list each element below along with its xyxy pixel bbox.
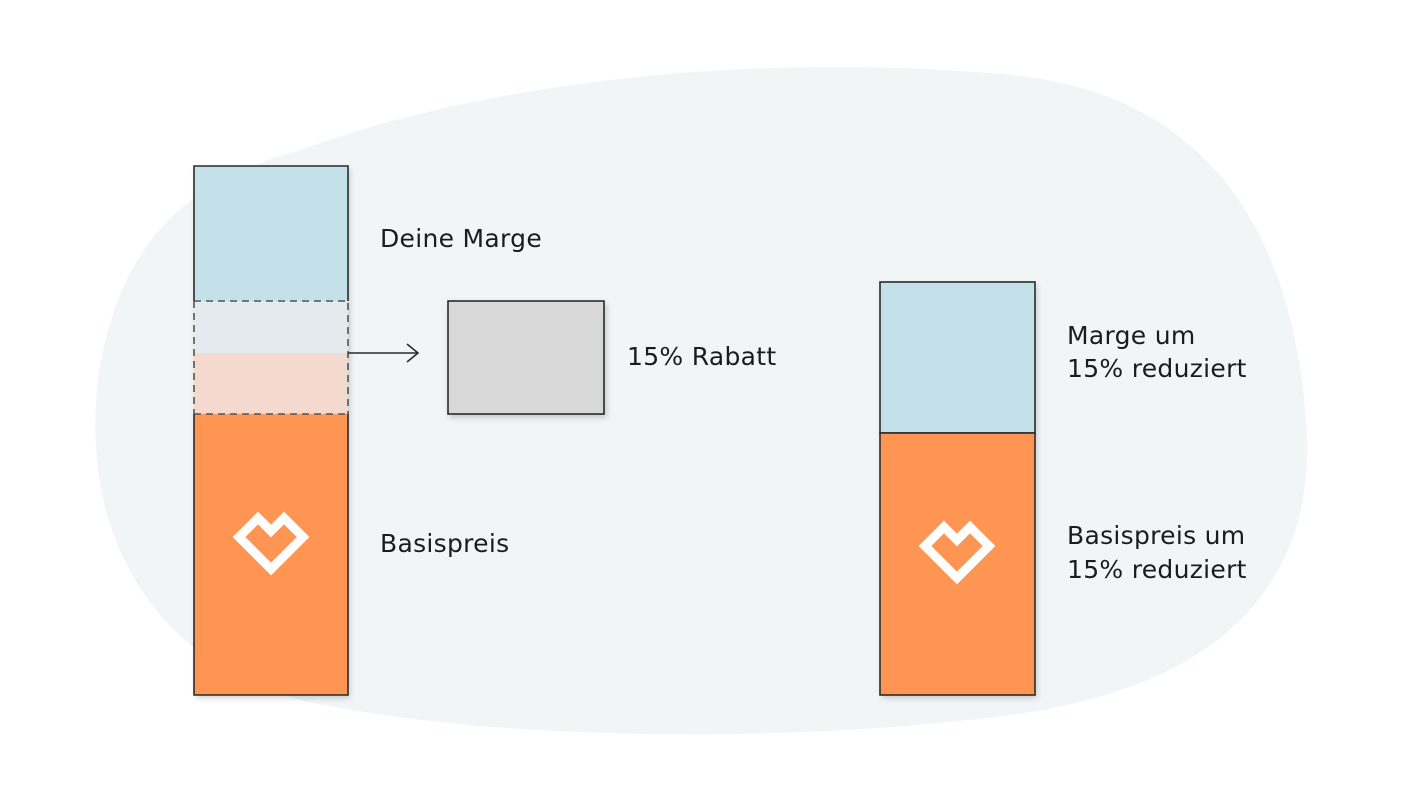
basispreis-label: Basispreis — [380, 529, 509, 558]
basispreis-reduziert-label-line2: 15% reduziert — [1067, 555, 1247, 584]
discounted-base-segment — [194, 353, 348, 414]
base-price-segment — [194, 414, 348, 695]
margin-segment — [194, 166, 348, 301]
basispreis-reduziert-label-line1: Basispreis um — [1067, 521, 1245, 550]
discounted-margin-segment — [194, 301, 348, 353]
marge-reduziert-label-line1: Marge um — [1067, 321, 1196, 350]
discount-box — [447, 300, 605, 415]
reduced-margin-segment — [879, 281, 1036, 434]
reduced-base-segment — [879, 432, 1036, 696]
original-price-bar-outline — [193, 165, 349, 301]
arrow-right-icon — [348, 343, 420, 363]
right-heart-logo-icon — [918, 520, 996, 585]
discount-region-outline — [193, 300, 349, 415]
left-heart-logo-icon — [232, 511, 310, 576]
rabatt-label: 15% Rabatt — [627, 342, 776, 371]
base-segment-outline — [193, 414, 349, 696]
deine-marge-label: Deine Marge — [380, 224, 542, 253]
marge-reduziert-label-line2: 15% reduziert — [1067, 354, 1247, 383]
